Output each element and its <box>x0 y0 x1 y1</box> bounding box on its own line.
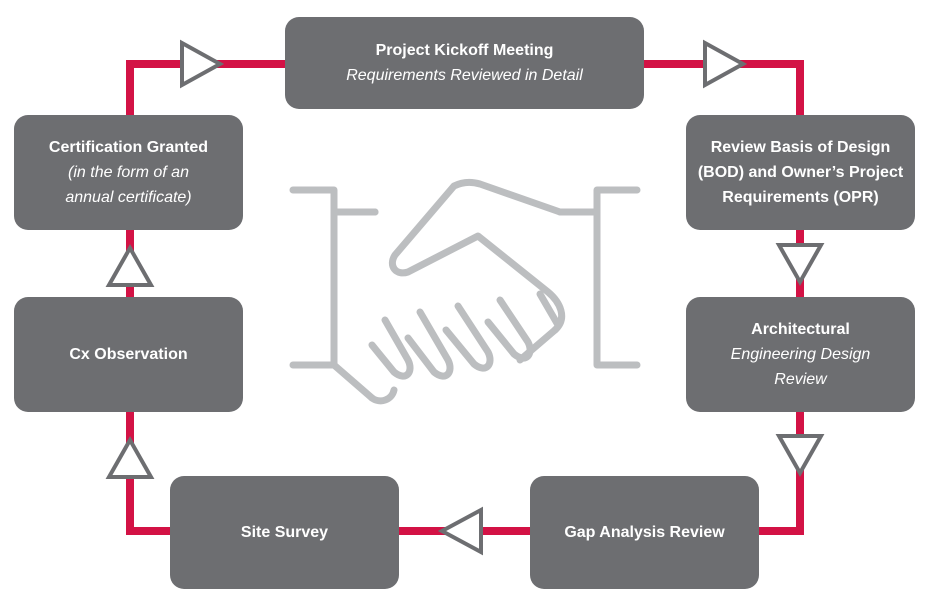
step-cx-observation: Cx Observation <box>14 297 243 412</box>
step-gap-analysis-review: Gap Analysis Review <box>530 476 759 589</box>
triangle-arrow-icon <box>775 243 825 287</box>
step-title: Cx Observation <box>69 346 188 363</box>
triangle-arrow-icon <box>703 39 748 89</box>
triangle-arrow-icon <box>105 435 155 479</box>
triangle-arrow-icon <box>180 39 225 89</box>
finger-4 <box>484 296 534 362</box>
step-subtitle-line-2: annual certificate) <box>65 189 192 206</box>
lower-wrist <box>368 326 559 405</box>
step-subtitle-line-2: Review <box>774 371 827 388</box>
triangle-arrow-icon <box>105 243 155 287</box>
step-architectural-review: Architectural Engineering Design Review <box>686 297 915 412</box>
connector-top-left <box>126 60 285 115</box>
step-site-survey: Site Survey <box>170 476 399 589</box>
step-certification-granted: Certification Granted (in the form of an… <box>14 115 243 230</box>
connector-bottom-right <box>759 412 804 535</box>
step-subtitle-line-1: Engineering Design <box>730 346 871 363</box>
finger-3 <box>442 302 494 372</box>
step-subtitle-line-1: (in the form of an <box>68 164 189 181</box>
arrow-heads <box>105 39 825 556</box>
step-project-kickoff-meeting: Project Kickoff Meeting Requirements Rev… <box>285 17 644 109</box>
step-title-line-1: Review Basis of Design <box>710 139 891 156</box>
step-title-line-3: Requirements (OPR) <box>722 189 879 206</box>
step-title: Architectural <box>751 321 850 338</box>
step-title: Project Kickoff Meeting <box>375 42 554 59</box>
step-review-bod-opr: Review Basis of Design (BOD) and Owner’s… <box>686 115 915 230</box>
step-title-line-2: (BOD) and Owner’s Project <box>697 164 904 181</box>
triangle-arrow-icon <box>775 434 825 478</box>
lower-hand <box>330 208 379 402</box>
top-hand <box>388 178 566 334</box>
connector-top-right <box>644 60 804 115</box>
step-subtitle: Requirements Reviewed in Detail <box>346 67 583 84</box>
finger-5 <box>536 290 562 329</box>
finger-2 <box>404 308 454 380</box>
step-title: Gap Analysis Review <box>564 524 725 541</box>
left-cuff <box>289 186 338 369</box>
finger-1 <box>368 316 414 380</box>
step-title: Site Survey <box>240 524 329 541</box>
right-cuff <box>593 186 641 369</box>
step-title: Certification Granted <box>48 139 209 156</box>
triangle-arrow-icon <box>437 506 483 556</box>
handshake-icon <box>289 178 641 405</box>
